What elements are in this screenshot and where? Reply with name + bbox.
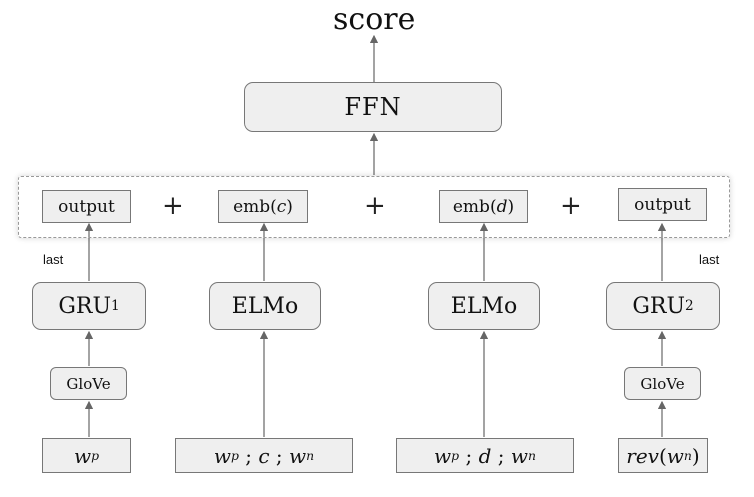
plus-sign-1: + bbox=[162, 191, 184, 221]
input3-wb-sub: n bbox=[527, 448, 536, 463]
input2-sep1: ; bbox=[238, 443, 259, 468]
ffn-label: FFN bbox=[344, 93, 402, 121]
input1-sub: p bbox=[91, 448, 100, 463]
glove-label-1: GloVe bbox=[66, 374, 111, 393]
glove-node-2: GloVe bbox=[624, 367, 701, 400]
emb-d-node: emb(d) bbox=[439, 190, 528, 223]
input3-wa-sub: p bbox=[451, 448, 460, 463]
input2-wa: w bbox=[213, 443, 231, 468]
last-label-left: last bbox=[43, 252, 64, 267]
elmo-node-2: ELMo bbox=[428, 282, 540, 330]
emb-d-close: ) bbox=[507, 196, 515, 217]
elmo-label-2: ELMo bbox=[450, 293, 518, 319]
concat-frame bbox=[18, 176, 730, 238]
output-node-2: output bbox=[618, 188, 707, 221]
gru2-label: GRU bbox=[632, 293, 685, 319]
glove-label-2: GloVe bbox=[640, 374, 685, 393]
input3-wa: w bbox=[434, 443, 452, 468]
input3-mid: d bbox=[478, 443, 492, 468]
last-label-right: last bbox=[699, 252, 720, 267]
ffn-node: FFN bbox=[244, 82, 502, 132]
input3-sep2: ; bbox=[491, 443, 511, 468]
elmo-node-1: ELMo bbox=[209, 282, 321, 330]
input2-sep2: ; bbox=[269, 443, 290, 468]
gru1-subscript: 1 bbox=[111, 298, 120, 314]
output-node-1: output bbox=[42, 190, 131, 223]
input2-wa-sub: p bbox=[230, 448, 239, 463]
input4-open: ( bbox=[658, 443, 667, 468]
output-label-2: output bbox=[634, 194, 691, 215]
input3-wb: w bbox=[510, 443, 528, 468]
input4-close: ) bbox=[691, 443, 700, 468]
score-label: score bbox=[333, 2, 416, 37]
emb-c-node: emb(c) bbox=[218, 190, 308, 223]
input2-wb-sub: n bbox=[306, 448, 315, 463]
gru2-subscript: 2 bbox=[685, 298, 694, 314]
glove-node-1: GloVe bbox=[50, 367, 127, 400]
input4-sub: n bbox=[683, 448, 692, 463]
input2-mid: c bbox=[258, 443, 270, 468]
plus-sign-3: + bbox=[560, 191, 582, 221]
input2-wb: w bbox=[289, 443, 307, 468]
emb-d-prefix: emb( bbox=[452, 196, 497, 217]
emb-d-var: d bbox=[496, 196, 508, 217]
emb-c-prefix: emb( bbox=[233, 196, 277, 217]
output-label-1: output bbox=[58, 196, 115, 217]
input3-sep1: ; bbox=[459, 443, 479, 468]
plus-sign-2: + bbox=[364, 191, 386, 221]
input4-rev: rev bbox=[626, 443, 659, 468]
elmo-label-1: ELMo bbox=[231, 293, 299, 319]
gru1-label: GRU bbox=[58, 293, 111, 319]
emb-c-var: c bbox=[276, 196, 287, 217]
emb-c-close: ) bbox=[286, 196, 293, 217]
input1-w: w bbox=[73, 443, 92, 468]
input4-w: w bbox=[666, 443, 684, 468]
